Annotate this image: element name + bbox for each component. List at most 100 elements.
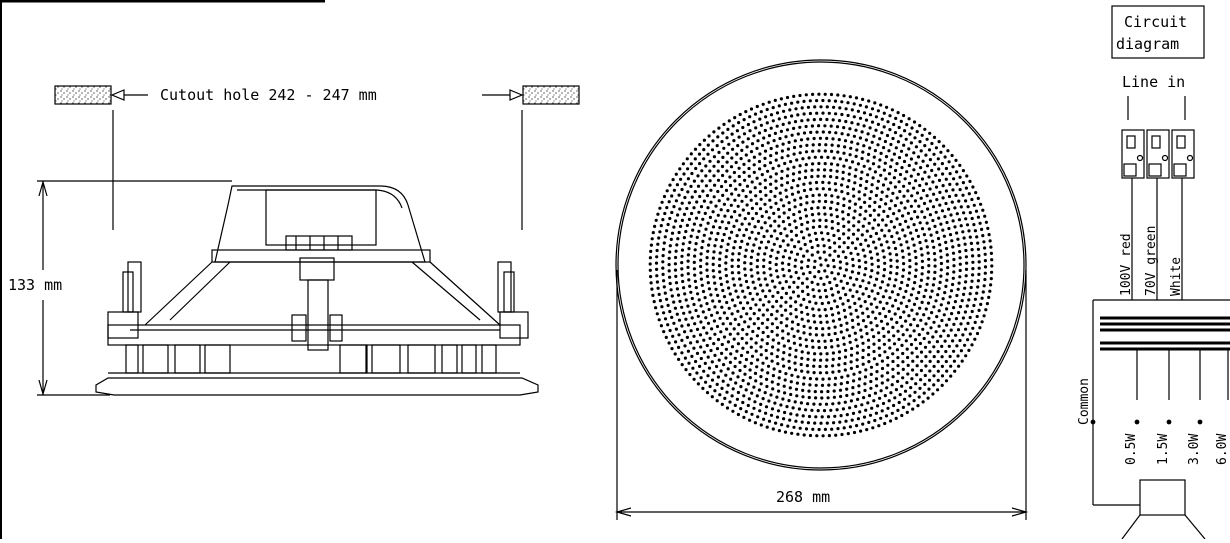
perforation-dot (867, 360, 871, 364)
perforation-dot (833, 99, 838, 103)
perforation-dot (737, 323, 741, 327)
perforation-dot (751, 297, 755, 301)
perforation-dot (858, 410, 862, 414)
perforation-dot (731, 124, 735, 128)
perforation-dot (659, 324, 664, 328)
perforation-dot (885, 133, 890, 138)
perforation-dot (863, 388, 867, 393)
perforation-dot (826, 232, 830, 236)
perforation-dot (742, 162, 746, 166)
perforation-dot (806, 312, 810, 316)
perforation-dot (905, 240, 909, 244)
perforation-dot (865, 307, 869, 311)
perforation-dot (691, 366, 695, 370)
perforation-dot (745, 312, 749, 316)
perforation-dot (699, 205, 704, 209)
perforation-dot (821, 333, 825, 337)
perforation-dot (657, 236, 661, 240)
perforation-dot (882, 334, 886, 338)
perforation-dot (694, 242, 698, 246)
perforation-dot (944, 201, 948, 206)
perforation-dot (694, 166, 698, 171)
perforation-dot (884, 177, 888, 181)
perforation-dot (695, 351, 700, 355)
perforation-dot (741, 140, 745, 144)
perforation-dot (794, 315, 799, 319)
perforation-dot (699, 258, 703, 262)
perforation-dot (808, 111, 813, 116)
perforation-dot (808, 270, 812, 275)
perforation-dot (953, 369, 957, 373)
perforation-dot (952, 270, 956, 274)
perforation-dot (971, 185, 975, 189)
perforation-dot (786, 154, 790, 158)
perforation-dot (902, 143, 906, 147)
perforation-dot (760, 338, 764, 342)
perforation-dot (743, 320, 747, 324)
perforation-dot (842, 224, 846, 228)
perforation-dot (843, 355, 848, 359)
perforation-dot (842, 342, 846, 346)
perforation-dot (824, 218, 828, 223)
perforation-dot (679, 224, 683, 228)
perforation-dot (845, 328, 849, 332)
perforation-dot (949, 364, 953, 368)
perforation-dot (884, 223, 888, 227)
perforation-dot (904, 319, 908, 323)
perforation-dot (739, 315, 743, 319)
perforation-dot (796, 294, 801, 298)
perforation-dot (672, 205, 676, 209)
perforation-dot (872, 349, 876, 354)
perforation-dot (903, 234, 907, 238)
perforation-dot (812, 118, 816, 122)
perforation-dot (745, 332, 749, 336)
perforation-dot (765, 107, 769, 112)
perforation-dot (800, 119, 804, 123)
perforation-dot (814, 333, 819, 337)
perforation-dot (817, 308, 821, 312)
perforation-dot (670, 347, 674, 351)
perforation-dot (909, 174, 913, 178)
perforation-dot (736, 342, 741, 346)
perforation-dot (846, 133, 850, 137)
perforation-dot (811, 225, 816, 229)
perforation-dot (730, 271, 735, 275)
perforation-dot (736, 412, 741, 417)
perforation-dot (745, 203, 749, 207)
perforation-dot (972, 303, 976, 308)
perforation-dot (948, 354, 952, 359)
perforation-dot (747, 397, 751, 401)
perforation-dot (861, 97, 865, 101)
perforation-dot (757, 388, 762, 392)
perforation-dot (800, 356, 804, 360)
perforation-dot (858, 284, 862, 288)
perforation-dot (856, 162, 861, 166)
perforation-dot (656, 286, 660, 290)
perforation-dot (882, 255, 886, 259)
perforation-dot (786, 147, 791, 151)
perforation-dot (883, 421, 887, 426)
front-view (614, 59, 1029, 520)
perforation-dot (654, 261, 659, 265)
perforation-dot (693, 254, 697, 258)
perforation-dot (771, 119, 775, 123)
perforation-dot (770, 322, 775, 326)
perforation-dot (848, 153, 852, 157)
perforation-dot (847, 206, 852, 210)
perforation-dot (977, 308, 981, 312)
perforation-dot (787, 208, 792, 212)
perforation-dot (754, 237, 758, 241)
perforation-dot (890, 290, 895, 294)
perforation-dot (733, 179, 737, 183)
perforation-dot (832, 233, 836, 238)
perforation-dot (778, 281, 782, 285)
perforation-dot (989, 277, 993, 281)
perforation-dot (831, 364, 835, 368)
perforation-dot (775, 355, 779, 359)
perforation-dot (792, 280, 796, 284)
perforation-dot (848, 199, 852, 203)
perforation-dot (811, 149, 815, 153)
perforation-dot (815, 377, 819, 381)
perforation-dot (839, 394, 843, 399)
perforation-dot (934, 173, 938, 177)
